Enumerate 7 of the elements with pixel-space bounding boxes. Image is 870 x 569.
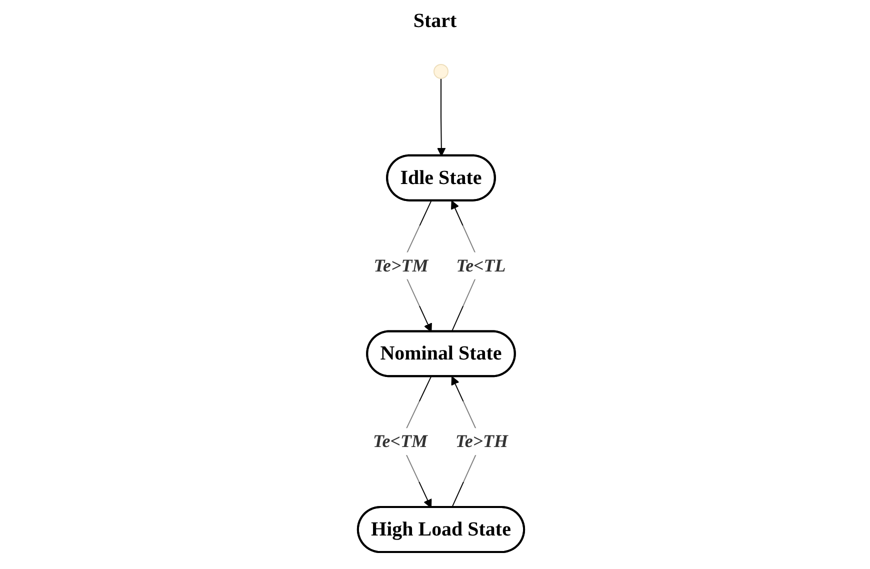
edge-label: Te<TM <box>372 430 428 451</box>
edge-label: Te>TM <box>374 254 428 275</box>
arrow <box>437 77 446 156</box>
node-circle <box>434 63 448 78</box>
edge-label: Te<TL <box>456 254 506 275</box>
edge-label: Te>TH <box>455 430 508 451</box>
start-label: Start <box>413 10 457 32</box>
